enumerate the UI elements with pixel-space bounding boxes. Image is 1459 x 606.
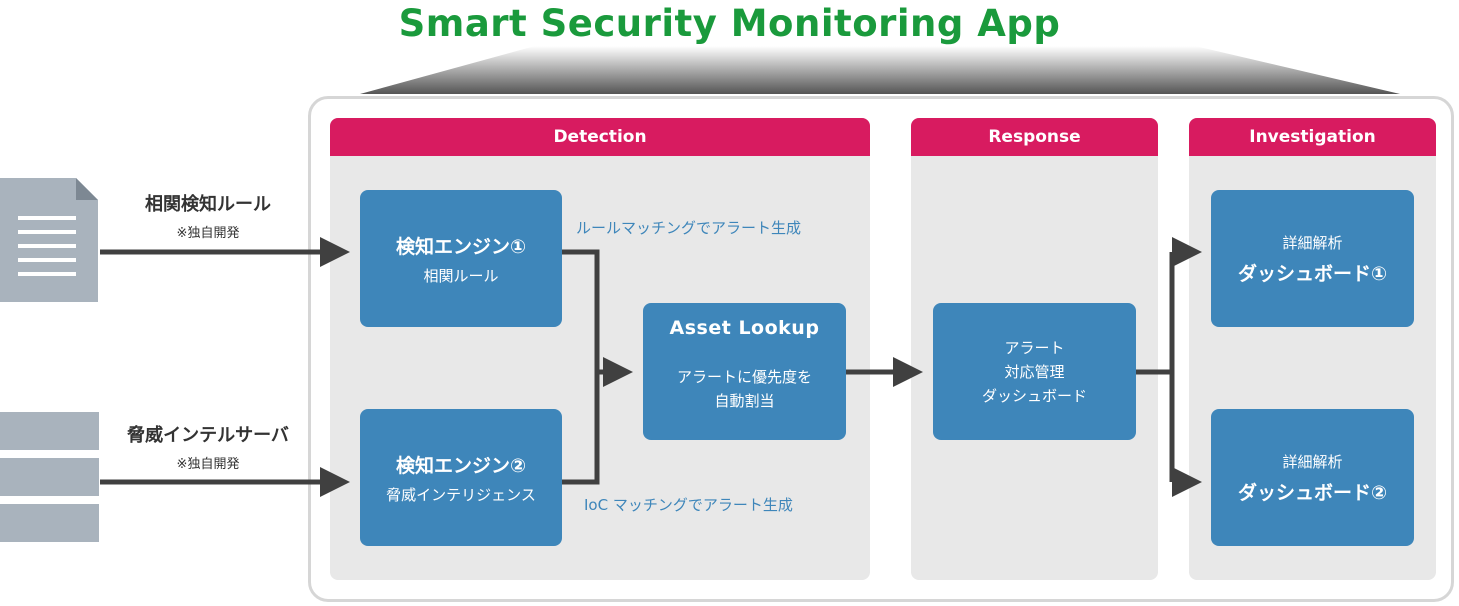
asset-lookup-line2: 自動割当 <box>714 392 775 410</box>
asset-lookup-line1: アラートに優先度を <box>676 368 812 386</box>
server-icon <box>0 412 99 542</box>
response-line2: 対応管理 <box>1004 362 1065 381</box>
rule-matching-note: ルールマッチングでアラート生成 <box>576 219 802 237</box>
dashboard2-line1: 詳細解析 <box>1282 453 1343 471</box>
detection-header: Detection <box>330 118 870 156</box>
dashboard1-line2: ダッシュボード① <box>1237 263 1388 285</box>
alert-response-dashboard: アラート 対応管理 ダッシュボード <box>933 303 1136 440</box>
rules-source-note: ※独自開発 <box>176 226 240 241</box>
investigation-header: Investigation <box>1189 118 1436 156</box>
engine-merge-line <box>562 249 600 485</box>
intel-source-title: 脅威インテルサーバ <box>127 425 289 446</box>
detection-engine-2: 検知エンジン② 脅威インテリジェンス <box>360 409 562 546</box>
response-line3: ダッシュボード <box>981 386 1087 405</box>
rules-source-label: 相関検知ルール ※独自開発 <box>118 190 298 241</box>
response-header: Response <box>911 118 1158 156</box>
investigation-dashboard-1: 詳細解析 ダッシュボード① <box>1211 190 1414 327</box>
response-line1: アラート <box>1004 338 1065 357</box>
detection-engine-1: 検知エンジン① 相関ルール <box>360 190 562 327</box>
dashboard2-line2: ダッシュボード② <box>1237 482 1388 504</box>
rules-source-title: 相関検知ルール <box>145 194 271 215</box>
page-title: Smart Security Monitoring App <box>398 2 1061 45</box>
engine2-title: 検知エンジン② <box>395 454 527 477</box>
asset-lookup-title: Asset Lookup <box>669 317 820 339</box>
asset-lookup-box: Asset Lookup アラートに優先度を 自動割当 <box>643 303 846 440</box>
engine1-title: 検知エンジン① <box>395 235 527 258</box>
investigation-dashboard-2: 詳細解析 ダッシュボード② <box>1211 409 1414 546</box>
ioc-matching-note: IoC マッチングでアラート生成 <box>584 496 793 514</box>
document-icon <box>0 178 98 302</box>
dashboard1-line1: 詳細解析 <box>1282 234 1343 252</box>
intel-source-note: ※独自開発 <box>176 457 240 472</box>
engine2-subtitle: 脅威インテリジェンス <box>386 485 536 504</box>
intel-source-label: 脅威インテルサーバ ※独自開発 <box>108 421 308 472</box>
engine1-subtitle: 相関ルール <box>423 266 499 285</box>
